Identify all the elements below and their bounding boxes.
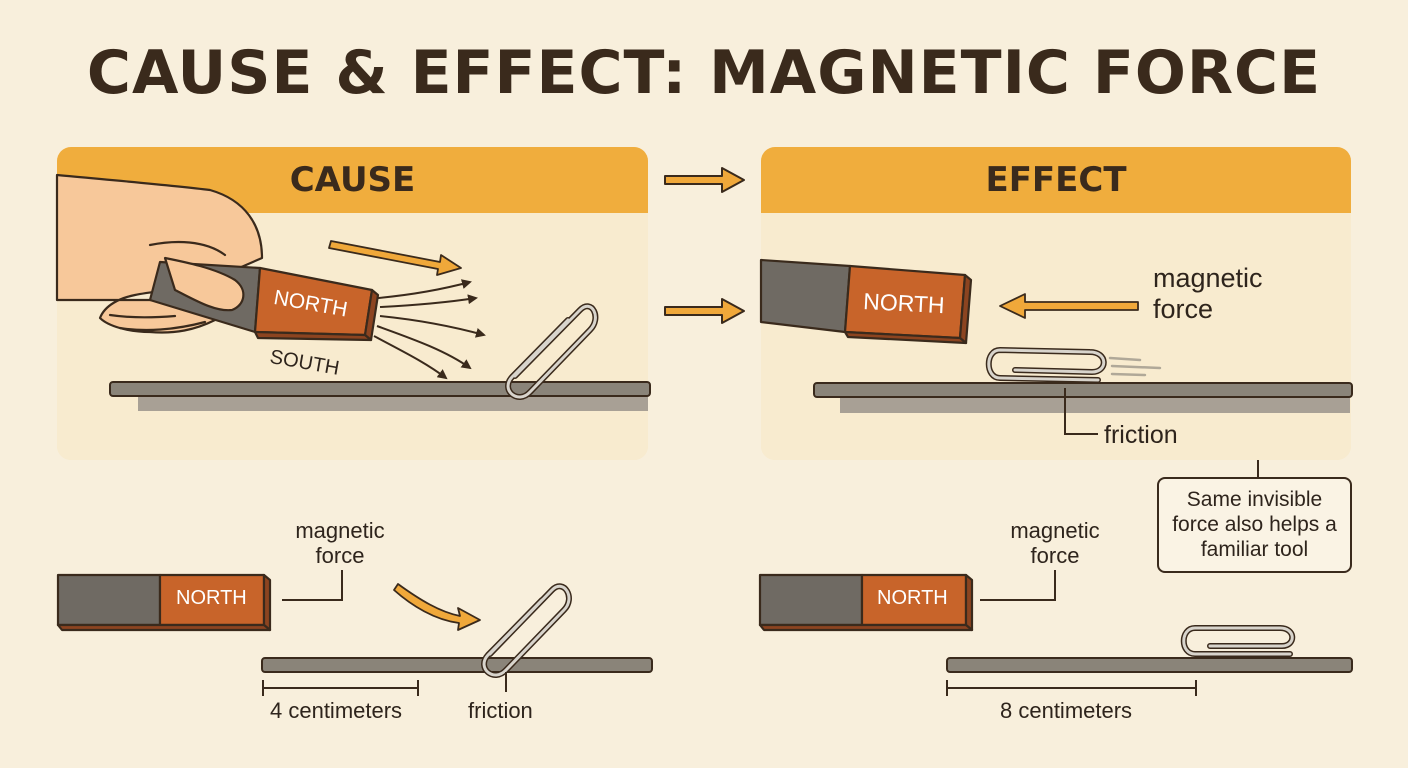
paperclip-icon (1180, 625, 1296, 657)
note-box: Same invisible force also helps a famili… (1157, 477, 1352, 573)
thumb-icon (163, 256, 245, 312)
effect-header: EFFECT (761, 147, 1351, 213)
bottom-right-shelf (946, 657, 1353, 673)
hand-icon (55, 173, 264, 334)
effect-shelf (813, 382, 1353, 413)
force-leader (282, 570, 343, 601)
arrow-icon (328, 240, 462, 276)
bottom-left-magnet-north-label: NORTH (176, 587, 247, 609)
distance-bracket (262, 680, 419, 696)
page-title: CAUSE & EFFECT: MAGNETIC FORCE (86, 38, 1322, 108)
bottom-left-friction-label: friction (468, 698, 533, 723)
effect-magnet-north-label: NORTH (862, 288, 946, 319)
arrow-icon (664, 167, 745, 193)
effect-friction-label: friction (1104, 421, 1178, 449)
bottom-right-force-label-line1: magnetic (1010, 518, 1100, 543)
paperclip-highlight (482, 584, 571, 677)
effect-force-label-line2: force (1153, 294, 1214, 324)
bottom-right-distance-label: 8 centimeters (1000, 698, 1133, 723)
bottom-left-force-label: magnetic force (280, 518, 400, 568)
paperclip-icon (985, 346, 1107, 383)
magnet-icon (56, 573, 272, 632)
magnet-icon (759, 258, 973, 345)
bottom-left-distance-label: 4 centimeters (270, 698, 403, 723)
magnet-icon (758, 573, 974, 632)
bottom-right-force-label-line2: force (1030, 543, 1080, 568)
paperclip-highlight (1182, 626, 1294, 656)
motion-lines (1108, 356, 1162, 377)
bottom-right-magnet-north-label: NORTH (877, 587, 948, 609)
cause-shelf (109, 381, 651, 411)
bottom-left-force-label-line1: magnetic (295, 518, 385, 543)
bottom-right-force-label: magnetic force (995, 518, 1115, 568)
field-lines (373, 279, 486, 380)
effect-force-label: magnetic force (1153, 263, 1263, 325)
friction-leader (1064, 388, 1098, 435)
paperclip-highlight (506, 304, 597, 399)
bottom-left-shelf (261, 657, 653, 673)
bottom-left-force-label-line2: force (315, 543, 365, 568)
arrow-icon (664, 298, 745, 324)
distance-bracket (946, 680, 1197, 696)
effect-force-label-line1: magnetic (1153, 263, 1263, 293)
force-leader (980, 570, 1056, 601)
arrow-icon (393, 583, 481, 631)
paperclip-highlight (987, 348, 1106, 382)
arrow-icon (999, 293, 1139, 319)
